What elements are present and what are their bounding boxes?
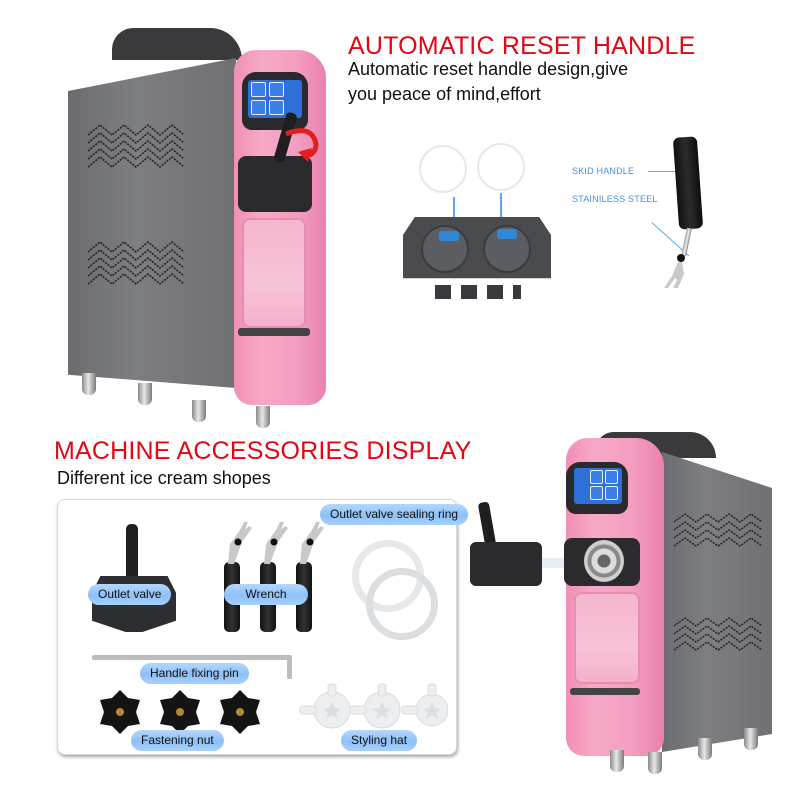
ice-cream-machine-image-top bbox=[66, 28, 336, 428]
handle-fixing-pin-image bbox=[92, 655, 292, 660]
detached-outlet-valve bbox=[470, 542, 542, 586]
outlet-valve bbox=[238, 156, 312, 212]
valve-seal-diagram bbox=[395, 135, 560, 305]
label-outlet-valve-sealing-ring: Outlet valve sealing ring bbox=[320, 504, 469, 525]
vent-zigzag-icon bbox=[88, 240, 185, 286]
reset-arrow-icon bbox=[285, 128, 319, 162]
reset-handle-description-line1: Automatic reset handle design,give bbox=[348, 59, 629, 79]
styling-hat-images bbox=[299, 683, 448, 729]
callout-line bbox=[500, 193, 502, 237]
vent-zigzag-icon bbox=[674, 617, 763, 651]
label-styling-hat: Styling hat bbox=[341, 730, 417, 751]
machine-lid bbox=[112, 28, 242, 60]
control-panel bbox=[242, 72, 308, 130]
section-heading-reset-handle: AUTOMATIC RESET HANDLE bbox=[348, 32, 696, 60]
accessories-panel: Outlet valve Wrench Outlet valve sealing… bbox=[57, 499, 469, 755]
label-outlet-valve: Outlet valve bbox=[88, 584, 172, 605]
section-heading-accessories: MACHINE ACCESSORIES DISPLAY bbox=[54, 437, 472, 465]
sealing-ring-image bbox=[366, 568, 438, 640]
machine-side-panel bbox=[662, 452, 772, 752]
ice-cream-machine-image-bottom bbox=[466, 432, 776, 777]
drip-window bbox=[242, 218, 306, 328]
seal-ring-right bbox=[477, 143, 525, 191]
stainless-steel-rod bbox=[681, 227, 692, 257]
valve-socket bbox=[584, 540, 624, 582]
drip-window bbox=[574, 592, 640, 684]
label-wrench: Wrench bbox=[224, 584, 308, 605]
vent-zigzag-icon bbox=[674, 513, 763, 547]
stainless-steel-label: STAINILESS STEEL bbox=[572, 194, 658, 204]
callout-line bbox=[648, 171, 678, 172]
wrench-fork-tips-icon bbox=[228, 522, 324, 564]
control-panel bbox=[566, 462, 628, 514]
skid-handle-label: SKID HANDLE bbox=[572, 166, 635, 176]
outlet-valve-handle-image bbox=[126, 524, 138, 580]
label-fastening-nut: Fastening nut bbox=[131, 730, 224, 751]
accessories-subheading: Different ice cream shopes bbox=[57, 468, 271, 488]
reset-handle-description-line2: you peace of mind,effort bbox=[348, 84, 541, 104]
touch-screen bbox=[248, 80, 302, 118]
skid-handle-image bbox=[672, 136, 704, 230]
fastening-nut-images bbox=[100, 690, 260, 734]
machine-side-panel bbox=[68, 58, 236, 388]
seal-ring-left bbox=[419, 145, 467, 193]
vent-zigzag-icon bbox=[88, 123, 185, 169]
fork-tip-icon bbox=[664, 254, 685, 288]
drip-tray bbox=[238, 328, 310, 336]
touch-screen bbox=[574, 468, 622, 504]
drip-tray bbox=[570, 688, 640, 695]
label-handle-fixing-pin: Handle fixing pin bbox=[140, 663, 249, 684]
